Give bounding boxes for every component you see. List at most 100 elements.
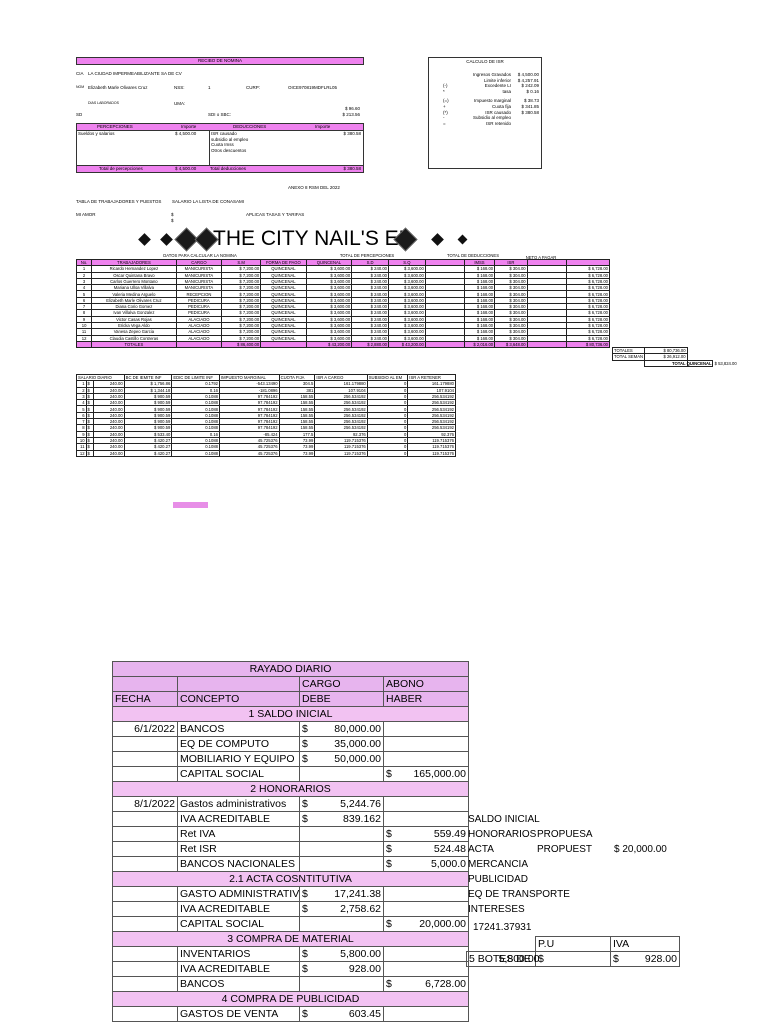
employee-name: Elizabeth Marle Olivares Cruz: [88, 85, 148, 90]
isr-cell: 240.00: [92, 418, 125, 426]
rayado-entry-row: INVENTARIOS$5,800.00: [112, 946, 469, 962]
calculo-title: CALCULO DE ISR: [466, 59, 504, 64]
group-left-header: DATOS PARA CALCULAR LA NOMINA: [163, 253, 237, 258]
nomina-row-cell: $ 240.00: [351, 315, 389, 323]
rayado-debe-value: 2,758.62: [340, 903, 381, 915]
rayado-fecha: [112, 766, 178, 782]
rayado-concepto: Gastos administrativos: [177, 796, 300, 812]
recibo-nomina: RECIBO DE NOMINA CIA LA CIUDAD IMPERMEAB…: [76, 57, 364, 173]
nomina-row-cell: 3: [75, 277, 93, 286]
group-perc-header: TOTAL DE PERCEPCIONES: [339, 253, 395, 258]
isr-cell: 256.534192: [407, 418, 456, 426]
diamond-icon: [431, 233, 444, 246]
mi-amor-label: MI AMOR: [76, 212, 96, 217]
sd-label: SD: [76, 112, 83, 117]
rayado-debe: $80,000.00: [299, 721, 384, 737]
rayado-haber: [383, 721, 469, 737]
calculo-value: $ 4,500.00: [517, 72, 539, 77]
nomina-row-cell: 9: [75, 315, 93, 323]
nomina-row-cell: $ 7,200.00: [221, 290, 262, 298]
nomina-row-cell: $ 240.00: [351, 277, 389, 286]
rayado-entry-row: Ret ISR$524.48: [112, 841, 469, 857]
nomina-header-row-cell: IMSS: [463, 258, 496, 267]
nomina-row-cell: $ 6,728.00: [565, 284, 611, 292]
recibo-title: RECIBO DE NOMINA: [76, 57, 364, 65]
nomina-row-cell: $ 168.00: [463, 328, 496, 336]
nomina-row-cell: $ 240.00: [351, 284, 389, 292]
propuest-value: $ 20,000.00: [614, 844, 667, 855]
nomina-total-row-cell: [75, 340, 93, 349]
diamond-icon: [457, 234, 468, 245]
dias-label: DIAS LABORADOS: [88, 101, 119, 105]
nomina-header-row-cell: [565, 258, 611, 267]
rayado-haber-value: 524.48: [433, 843, 466, 855]
nomina-row-cell: $ 7,200.00: [221, 334, 262, 342]
rayado-section-row: 3 COMPRA DE MATERIAL: [112, 931, 469, 947]
nomina-row-cell: 5: [75, 290, 93, 298]
rayado-haber: $524.48: [383, 841, 469, 857]
rayado-concepto: BANCOS NACIONALES: [177, 856, 300, 872]
rayado-section-title: 1 SALDO INICIAL: [112, 706, 469, 722]
rayado-haber-value: 559.49: [433, 828, 466, 840]
isr-cell: 0.1088: [171, 449, 220, 457]
pink-marker: [173, 502, 208, 508]
rayado-entry-row: BANCOS$6,728.00: [112, 976, 469, 992]
percepciones-header: PERCEPCIONES: [97, 124, 133, 129]
deduction-item: Otros descuentos: [211, 147, 247, 153]
nomina-row-cell: $ 7,200.00: [221, 271, 262, 279]
rayado-debe-value: 5,800.00: [340, 948, 381, 960]
diamond-icon: [160, 233, 173, 246]
rayado-debe-value: 928.00: [348, 963, 381, 975]
rayado-debe-value: 80,000.00: [334, 723, 381, 735]
rayado-debe: [299, 916, 384, 932]
isr-cell: 12: [76, 449, 87, 457]
isr-cell: $: [85, 443, 94, 451]
nomina-row-cell: $ 240.00: [351, 271, 389, 279]
isr-cell: 240.00: [92, 424, 125, 432]
nomina-total-row-cell: [526, 340, 567, 349]
calculo-sym: (*): [443, 109, 448, 115]
rayado-concepto: GASTO ADMINISTRATIVO: [177, 886, 300, 902]
rayado-entry-row: GASTOS DE VENTA$603.45: [112, 1006, 469, 1022]
rayado-haber: [383, 886, 469, 902]
isr-cell: 0.1088: [171, 418, 220, 426]
nomina-row-cell: $ 7,200.00: [221, 284, 262, 292]
isr-cell: 256.534192: [407, 405, 456, 413]
deduction-item: ISR causado: [211, 131, 237, 136]
calculo-value: $ 0.16: [526, 88, 539, 94]
side-list-item: SALDO INICIAL: [468, 814, 540, 825]
rayado-section-title: 2.1 ACTA COSNTITUTIVA: [112, 871, 469, 887]
haber-header: HABER: [383, 691, 469, 707]
nomina-total-row-cell: [175, 340, 223, 349]
rayado-section-title: 3 COMPRA DE MATERIAL: [112, 931, 469, 947]
isr-cell: 0.1088: [171, 424, 220, 432]
isr-cell: 0.1088: [171, 405, 220, 413]
rayado-concepto: BANCOS: [177, 721, 300, 737]
isr-cell: 0: [366, 449, 409, 457]
nomina-row-cell: Elizabeth Marle Olivares Cruz: [91, 296, 177, 305]
rayado-concepto: BANCOS: [177, 976, 300, 992]
rayado-concepto: IVA ACREDITABLE: [177, 901, 300, 917]
rayado-fecha: 8/1/2022: [112, 796, 178, 812]
rayado-haber-value: 20,000.00: [419, 918, 466, 930]
nomina-row-cell: $ 7,200.00: [221, 328, 262, 336]
nomina-row-cell: $ 240.00: [351, 303, 389, 311]
rayado-fecha: [112, 826, 178, 842]
isr-cell: 107.9104: [314, 386, 368, 394]
nomina-header-row-cell: S.D: [351, 258, 389, 267]
rayado-concepto: CAPITAL SOCIAL: [177, 916, 300, 932]
rayado-debe-value: 50,000.00: [334, 753, 381, 765]
rayado-concepto: EQ DE COMPUTO: [177, 736, 300, 752]
nomina-total-row-cell: [260, 340, 307, 349]
side-list-item: INTERESES: [468, 904, 525, 915]
side-total-label: TOTAL SEMAN: [611, 353, 646, 361]
isr-cell: 73.99: [278, 449, 316, 457]
side-number: 17241.37931: [473, 922, 532, 933]
nomina-row-cell: $ 7,200.00: [221, 303, 262, 311]
